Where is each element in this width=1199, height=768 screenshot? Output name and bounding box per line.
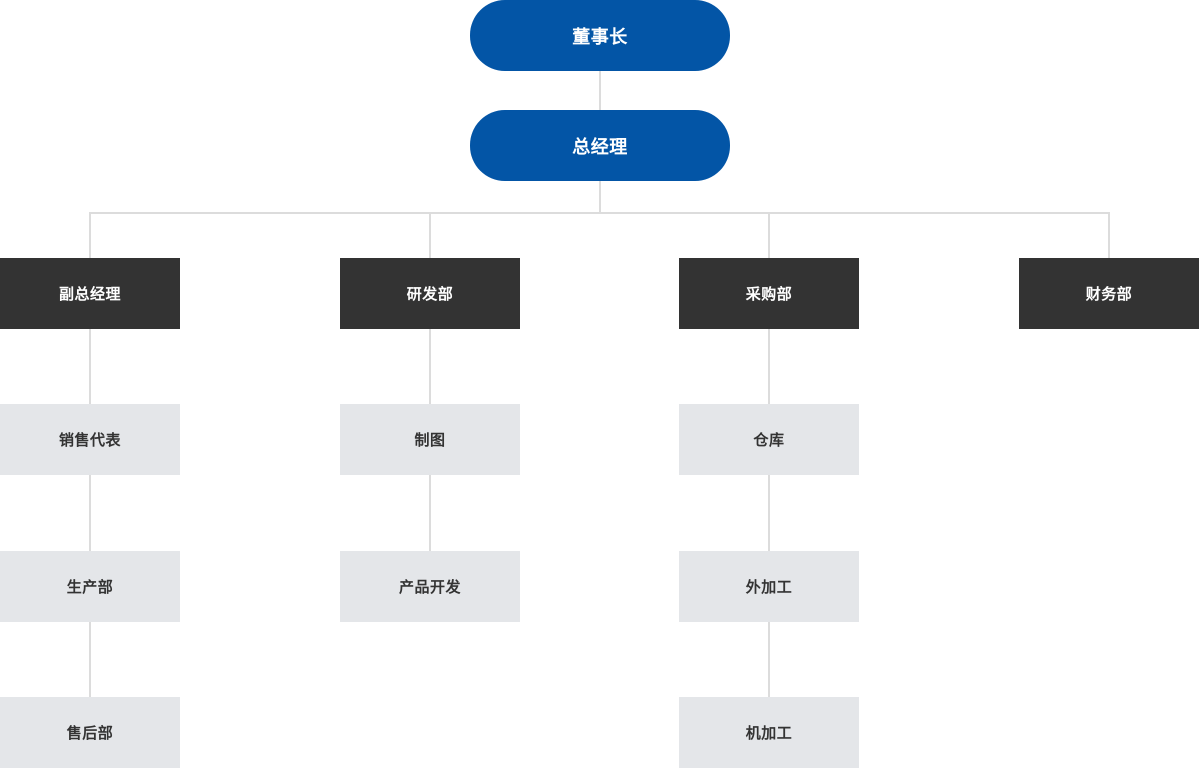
connector-bus-dept-1 bbox=[89, 212, 91, 258]
general-manager-node: 总经理 bbox=[470, 110, 730, 181]
department-node-rnd: 研发部 bbox=[340, 258, 520, 329]
sub-unit-node: 售后部 bbox=[0, 697, 180, 768]
connector-bus-dept-3 bbox=[768, 212, 770, 258]
sub-unit-label: 制图 bbox=[414, 431, 446, 449]
sub-unit-node: 生产部 bbox=[0, 551, 180, 622]
chairman-label: 董事长 bbox=[572, 26, 628, 48]
connector-dept-3-child-1 bbox=[768, 328, 770, 404]
sub-unit-label: 售后部 bbox=[66, 724, 114, 742]
department-label: 副总经理 bbox=[58, 285, 121, 303]
connector-dept-1-child-3 bbox=[89, 621, 91, 697]
connector-dept-2-child-2 bbox=[429, 474, 431, 551]
sub-unit-node: 仓库 bbox=[679, 404, 859, 475]
sub-unit-label: 销售代表 bbox=[58, 431, 121, 449]
sub-unit-label: 生产部 bbox=[66, 578, 114, 596]
chairman-node: 董事长 bbox=[470, 0, 730, 71]
connector-dept-3-child-2 bbox=[768, 474, 770, 551]
sub-unit-node: 机加工 bbox=[679, 697, 859, 768]
sub-unit-label: 仓库 bbox=[753, 431, 785, 449]
sub-unit-label: 外加工 bbox=[745, 578, 793, 596]
sub-unit-node: 销售代表 bbox=[0, 404, 180, 475]
connector-gm-down bbox=[599, 181, 601, 214]
department-label: 研发部 bbox=[406, 285, 454, 303]
department-label: 财务部 bbox=[1085, 285, 1133, 303]
connector-horizontal-bus bbox=[89, 212, 1110, 214]
sub-unit-label: 产品开发 bbox=[398, 578, 461, 596]
connector-dept-3-child-3 bbox=[768, 621, 770, 697]
connector-bus-dept-2 bbox=[429, 212, 431, 258]
department-node-purchasing: 采购部 bbox=[679, 258, 859, 329]
connector-dept-1-child-1 bbox=[89, 328, 91, 404]
department-node-deputy-gm: 副总经理 bbox=[0, 258, 180, 329]
department-label: 采购部 bbox=[745, 285, 793, 303]
sub-unit-node: 产品开发 bbox=[340, 551, 520, 622]
general-manager-label: 总经理 bbox=[572, 136, 628, 158]
connector-dept-2-child-1 bbox=[429, 328, 431, 404]
sub-unit-node: 外加工 bbox=[679, 551, 859, 622]
department-node-finance: 财务部 bbox=[1019, 258, 1199, 329]
sub-unit-label: 机加工 bbox=[745, 724, 793, 742]
sub-unit-node: 制图 bbox=[340, 404, 520, 475]
connector-dept-1-child-2 bbox=[89, 474, 91, 551]
connector-chairman-gm bbox=[599, 71, 601, 111]
connector-bus-dept-4 bbox=[1108, 212, 1110, 258]
